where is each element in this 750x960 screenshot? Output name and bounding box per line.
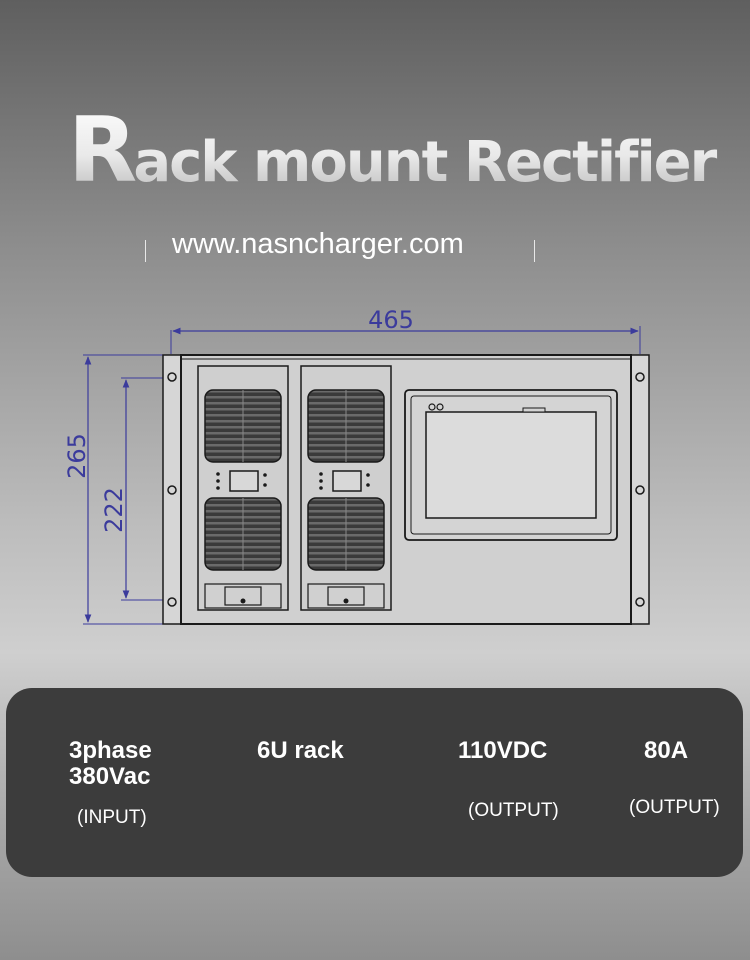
spec-input-line1: 3phase bbox=[69, 737, 152, 764]
page-title: Rack mount Rectifier bbox=[68, 98, 728, 203]
rack-ear-right bbox=[630, 354, 650, 625]
spec-input-line2: 380Vac bbox=[69, 763, 151, 790]
spec-voltage-value: 110VDC bbox=[458, 737, 548, 764]
dimension-width-label: 465 bbox=[368, 306, 414, 334]
monitor-screen bbox=[404, 389, 618, 541]
spec-voltage-label: (OUTPUT) bbox=[468, 800, 559, 821]
spec-current-value: 80A bbox=[644, 737, 689, 764]
title-first-letter: R bbox=[68, 98, 134, 203]
dimension-outer-height-label: 265 bbox=[63, 433, 91, 479]
divider-right bbox=[534, 240, 535, 262]
rack-ear-left bbox=[162, 354, 182, 625]
rack-technical-drawing: 465 265 222 bbox=[63, 306, 650, 625]
dimension-outer-height: 265 bbox=[63, 354, 163, 625]
spec-current-label: (OUTPUT) bbox=[629, 797, 720, 818]
rectifier-module-1 bbox=[197, 365, 289, 611]
spec-rack-value: 6U rack bbox=[257, 737, 344, 764]
rectifier-module-2 bbox=[300, 365, 392, 611]
title-rest: ack mount Rectifier bbox=[133, 130, 716, 195]
website-url: www.nasncharger.com bbox=[172, 228, 464, 260]
specs-panel bbox=[6, 688, 743, 877]
dimension-width: 465 bbox=[170, 306, 641, 354]
dimension-inner-height-label: 222 bbox=[100, 487, 128, 533]
divider-left bbox=[145, 240, 146, 262]
spec-input-label: (INPUT) bbox=[77, 807, 147, 828]
dimension-inner-height: 222 bbox=[100, 377, 165, 601]
